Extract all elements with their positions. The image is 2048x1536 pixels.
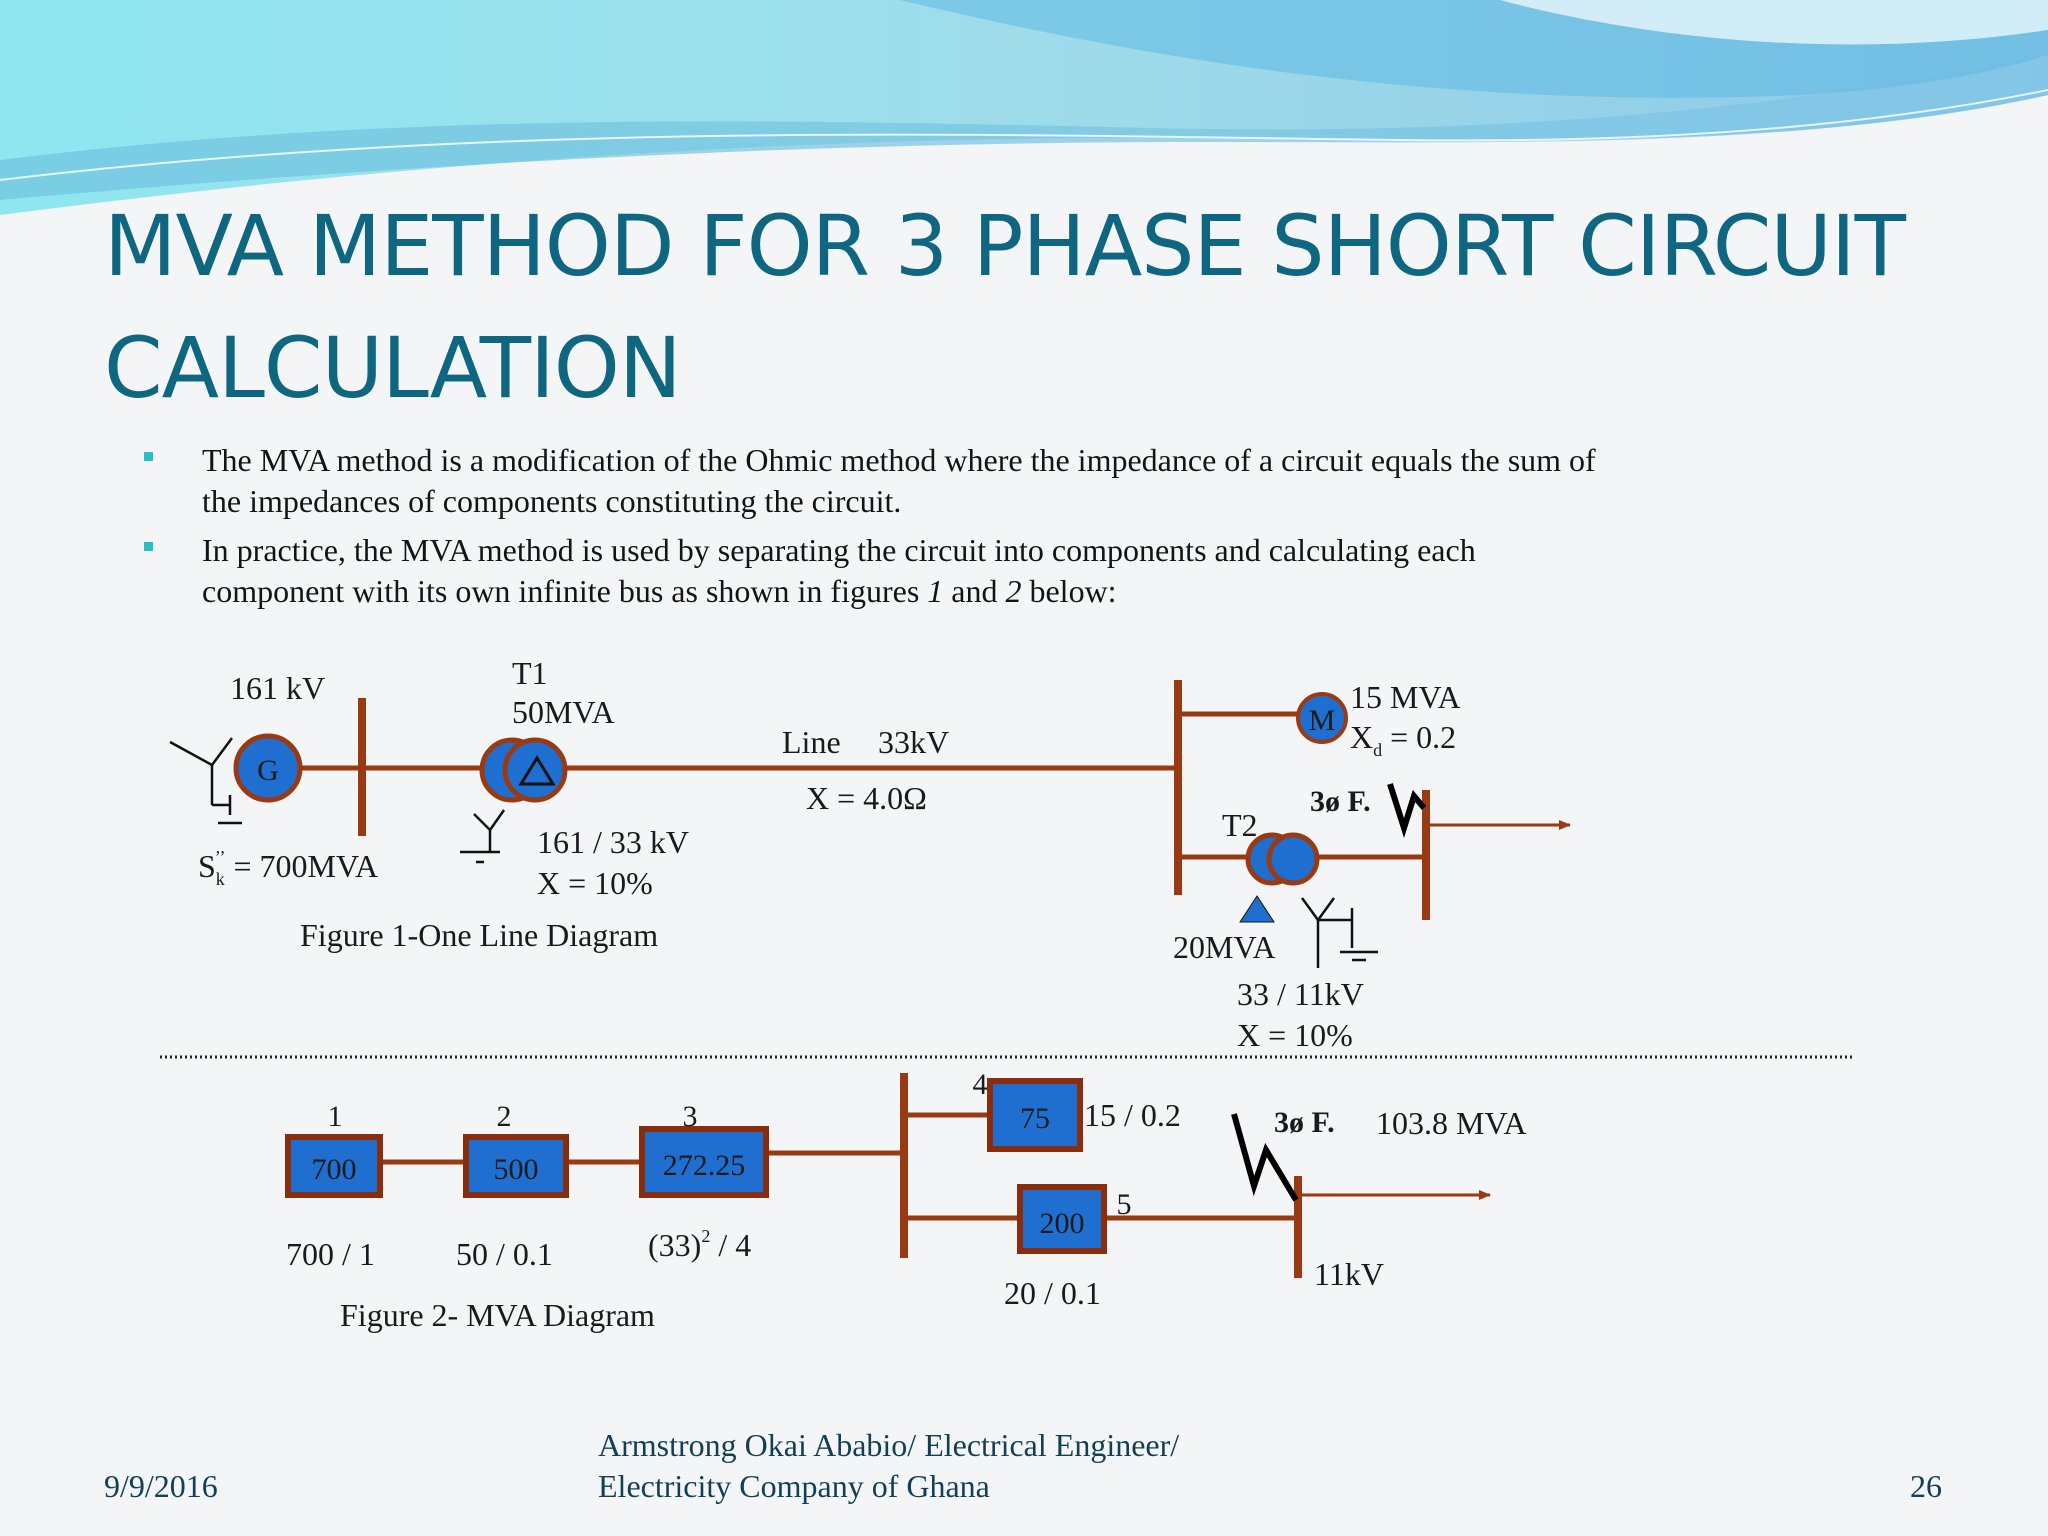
title-line-1: MVA METHOD FOR 3 PHASE SHORT CIRCUIT (104, 197, 1906, 295)
t1-name-label: T1 (512, 655, 548, 691)
bullet-item: In practice, the MVA method is used by s… (140, 530, 1860, 612)
block-4-number: 4 (973, 1068, 988, 1101)
t2-name-label: T2 (1222, 807, 1258, 843)
slide-title: MVA METHOD FOR 3 PHASE SHORT CIRCUIT CAL… (104, 185, 2004, 429)
line-label: Line (782, 724, 841, 760)
motor-icon: M (1296, 692, 1348, 744)
t1-wye-ground-icon (460, 809, 506, 864)
generator-icon: G (233, 733, 303, 803)
xd-subscript: d (1373, 740, 1382, 760)
block-1-value: 700 (312, 1153, 357, 1186)
block-2-number: 2 (497, 1100, 512, 1133)
bullet-marker-icon (144, 452, 153, 461)
bullet-item: The MVA method is a modification of the … (140, 440, 1860, 522)
fault-mva-result: 103.8 MVA (1376, 1105, 1527, 1141)
sk-subscript: k (216, 869, 225, 889)
sk-value: = 700MVA (225, 848, 378, 884)
mva-block-5: 200 (1017, 1184, 1107, 1254)
mva-block-2: 500 (463, 1134, 569, 1198)
transformer-t1-icon (479, 737, 568, 803)
bullet-text-segment: and (943, 573, 1006, 609)
motor-rating-label: 15 MVA (1350, 679, 1461, 715)
delta-winding-icon (518, 755, 556, 786)
figure-2-mva-diagram: 700 500 272.25 75 200 1 2 3 4 5 700 / 1 … (285, 1068, 1527, 1333)
motor-reactance-label: Xd = 0.2 (1350, 719, 1456, 760)
bus-voltage-label: 11kV (1314, 1256, 1384, 1292)
block-5-value: 200 (1040, 1207, 1085, 1240)
xd-symbol: X (1350, 719, 1373, 755)
bullet-text-line: In practice, the MVA method is used by s… (202, 532, 1476, 568)
figure-1-busbars (358, 680, 1430, 920)
formula-rest: / 4 (710, 1227, 751, 1263)
t2-delta-icon (1239, 895, 1275, 923)
bullet-text-line: the impedances of components constitutin… (202, 483, 902, 519)
short-circuit-power-label: Sk’’ = 700MVA (198, 847, 378, 889)
t2-wye-ground-icon (1300, 897, 1378, 968)
figure-2-caption: Figure 2- MVA Diagram (340, 1297, 655, 1333)
bullet-text-line: The MVA method is a modification of the … (202, 442, 1596, 478)
mva-block-4: 75 (987, 1078, 1083, 1152)
t2-rating-label: 20MVA (1173, 929, 1276, 965)
sk-symbol: S (198, 848, 216, 884)
figure-2-conductors (380, 1112, 1298, 1221)
generator-label: G (257, 754, 279, 787)
mva-block-3: 272.25 (639, 1126, 769, 1198)
block-1-number: 1 (328, 1100, 343, 1133)
bullet-list: The MVA method is a modification of the … (140, 440, 1860, 620)
figure-ref-2: 2 (1005, 573, 1022, 609)
title-line-2: CALCULATION (104, 319, 682, 417)
bullet-text-segment: component with its own infinite bus as s… (202, 573, 928, 609)
figure-1-fault-label: 3ø F. (1310, 785, 1371, 818)
t2-reactance-label: X = 10% (1237, 1017, 1353, 1053)
mva-block-1: 700 (285, 1134, 383, 1198)
figure-ref-1: 1 (927, 573, 944, 609)
figure-2-fault-lightning-icon (1231, 1113, 1299, 1202)
t2-ratio-label: 33 / 11kV (1237, 976, 1364, 1012)
formula-exponent: 2 (701, 1226, 710, 1246)
t1-ratio-label: 161 / 33 kV (537, 824, 689, 860)
block-5-formula: 20 / 0.1 (1004, 1275, 1101, 1311)
figure-1-conductors (300, 711, 1426, 860)
block-3-number: 3 (683, 1100, 698, 1133)
motor-label: M (1309, 704, 1336, 737)
formula-base: (33) (648, 1227, 701, 1263)
bullet-text-segment: below: (1021, 573, 1117, 609)
generator-wye-ground-icon (169, 737, 242, 825)
line-reactance-label: X = 4.0Ω (806, 780, 927, 816)
footer-author: Armstrong Okai Ababio/ Electrical Engine… (598, 1425, 1179, 1507)
block-4-value: 75 (1020, 1102, 1050, 1135)
figure-2-fault-label: 3ø F. (1274, 1106, 1335, 1139)
bullet-marker-icon (144, 542, 153, 551)
sk-superscript: ’’ (215, 847, 226, 867)
block-2-formula: 50 / 0.1 (456, 1236, 553, 1272)
block-3-value: 272.25 (663, 1149, 746, 1182)
block-4-formula: 15 / 0.2 (1084, 1097, 1181, 1133)
fault-lightning-icon (1387, 783, 1427, 838)
header-wave-decoration (0, 0, 2048, 215)
block-5-number: 5 (1117, 1188, 1132, 1221)
t1-reactance-label: X = 10% (537, 865, 653, 901)
footer-page-number: 26 (1910, 1468, 1942, 1504)
footer-author-line-2: Electricity Company of Ghana (598, 1468, 990, 1504)
footer-date: 9/9/2016 (104, 1468, 218, 1504)
transformer-t2-icon (1245, 832, 1320, 886)
footer-author-line-1: Armstrong Okai Ababio/ Electrical Engine… (598, 1427, 1180, 1463)
block-3-formula: (33)2 / 4 (648, 1226, 751, 1263)
source-voltage-label: 161 kV (230, 670, 325, 706)
figure-1-one-line-diagram: G M (169, 655, 1571, 1053)
figure-1-caption: Figure 1-One Line Diagram (300, 917, 658, 953)
t1-rating-label: 50MVA (512, 694, 615, 730)
xd-value: = 0.2 (1382, 719, 1456, 755)
block-2-value: 500 (494, 1153, 539, 1186)
line-voltage-label: 33kV (878, 724, 949, 760)
block-1-formula: 700 / 1 (286, 1236, 375, 1272)
